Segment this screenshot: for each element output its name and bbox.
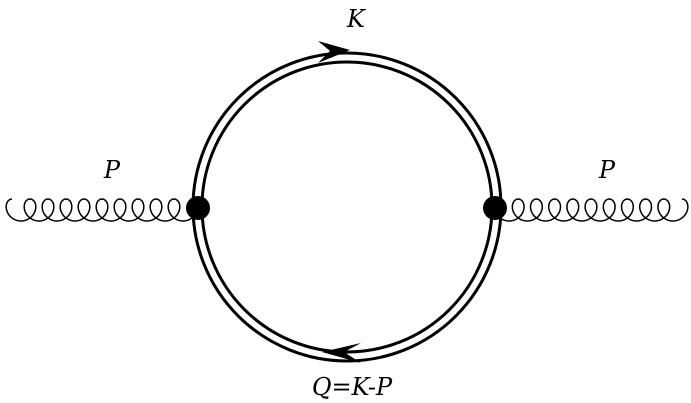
label-right-gluon: P xyxy=(598,156,616,184)
loop-outer-line xyxy=(191,51,503,363)
vertex-left xyxy=(186,196,210,220)
gluon-left xyxy=(5,198,199,222)
label-top-momentum: K xyxy=(346,5,367,33)
vertex-right xyxy=(483,196,507,220)
loop-inner-line xyxy=(200,60,494,354)
label-left-gluon: P xyxy=(103,156,121,184)
gluon-right xyxy=(493,198,689,222)
arrow-bottom-icon xyxy=(322,343,361,363)
label-bottom-momentum: Q=K-P xyxy=(312,373,393,401)
arrow-top-icon xyxy=(318,41,350,63)
